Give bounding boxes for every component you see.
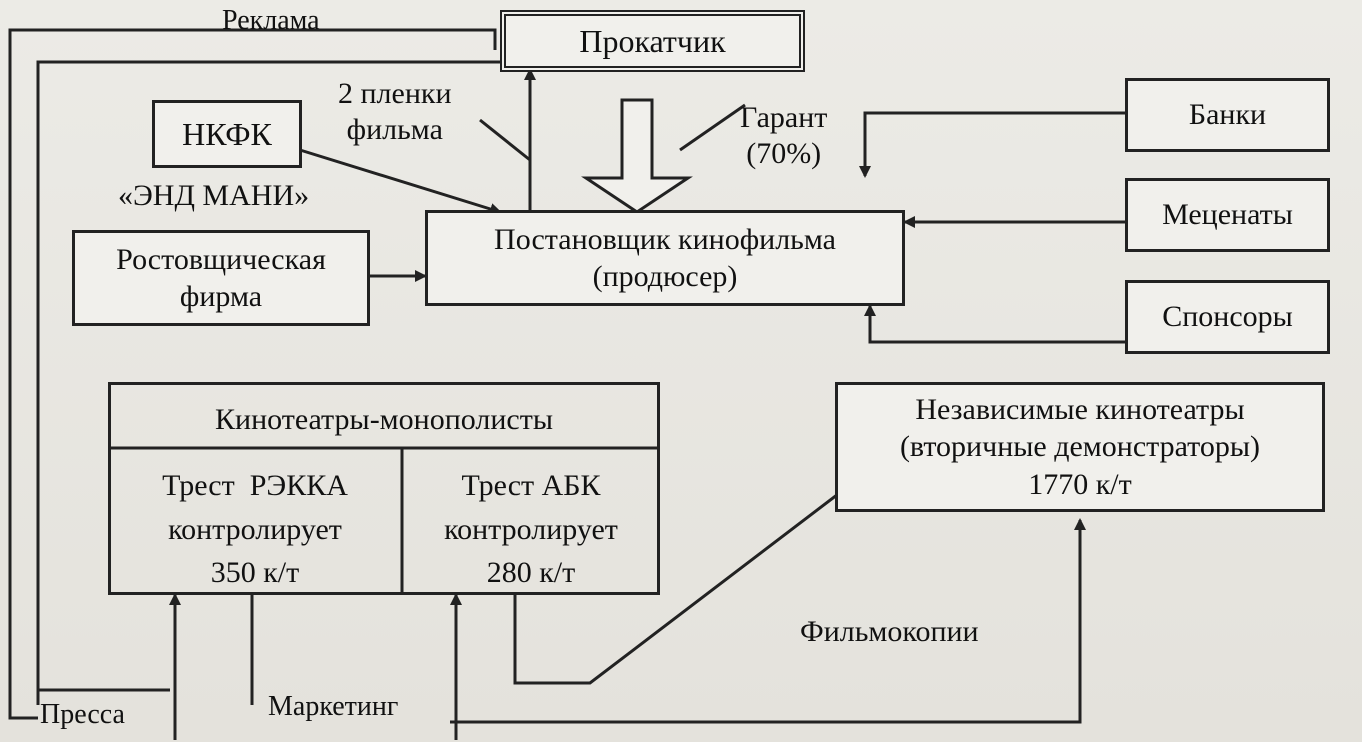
guarantee-line <box>679 103 746 152</box>
sponsors-line <box>864 304 1125 344</box>
two-copies-label: 2 пленки фильма <box>338 77 452 146</box>
film-copies-label: Фильмокопии <box>800 615 979 648</box>
patrons-label: Меценаты <box>1162 198 1293 232</box>
banks-box: Банки <box>1125 78 1330 152</box>
distributor-left-loop <box>36 56 510 692</box>
distributor-label: Прокатчик <box>579 23 726 59</box>
trust-abk-label: Трест АБК контролирует 280 к/т <box>444 469 618 589</box>
guarantee-label: Гарант (70%) <box>740 101 828 170</box>
producer-box: Постановщик кинофильма (продюсер) <box>425 210 905 306</box>
bottom-to-independents <box>450 518 1086 724</box>
guarantee-big-arrow <box>581 98 693 214</box>
copies-arrow <box>479 118 531 162</box>
monopolies-title: Кинотеатры-монополисты <box>215 403 553 436</box>
press-label: Пресса <box>40 699 125 730</box>
usury-firm-box: Ростовщическая фирма <box>72 230 370 326</box>
trust-rkka-label: Трест РЭККА контролирует 350 к/т <box>162 469 348 589</box>
end-money-label: «ЭНД МАНИ» <box>118 179 310 212</box>
sponsors-box: Спонсоры <box>1125 280 1330 354</box>
marketing-label: Маркетинг <box>268 691 399 722</box>
nkfk-label: НКФК <box>182 116 272 152</box>
advertising-loop <box>8 28 497 720</box>
advertising-label: Реклама <box>222 5 320 36</box>
filmcopies-diagonal <box>513 483 851 685</box>
distributor-box: Прокатчик <box>500 10 805 72</box>
sponsors-label: Спонсоры <box>1162 300 1293 334</box>
usury-firm-label: Ростовщическая фирма <box>116 242 326 314</box>
monopolies-box: Кинотеатры-монополисты <box>108 382 660 595</box>
patrons-box: Меценаты <box>1125 178 1330 252</box>
independent-cinemas-label: Независимые кинотеатры (вторичные демонс… <box>899 392 1261 501</box>
nkfk-arrow <box>299 148 502 215</box>
producer-label: Постановщик кинофильма (продюсер) <box>494 222 836 294</box>
banks-line <box>859 111 1125 178</box>
banks-label: Банки <box>1188 98 1267 132</box>
nkfk-box: НКФК <box>152 100 302 168</box>
independent-cinemas-box: Независимые кинотеатры (вторичные демонс… <box>835 382 1325 512</box>
